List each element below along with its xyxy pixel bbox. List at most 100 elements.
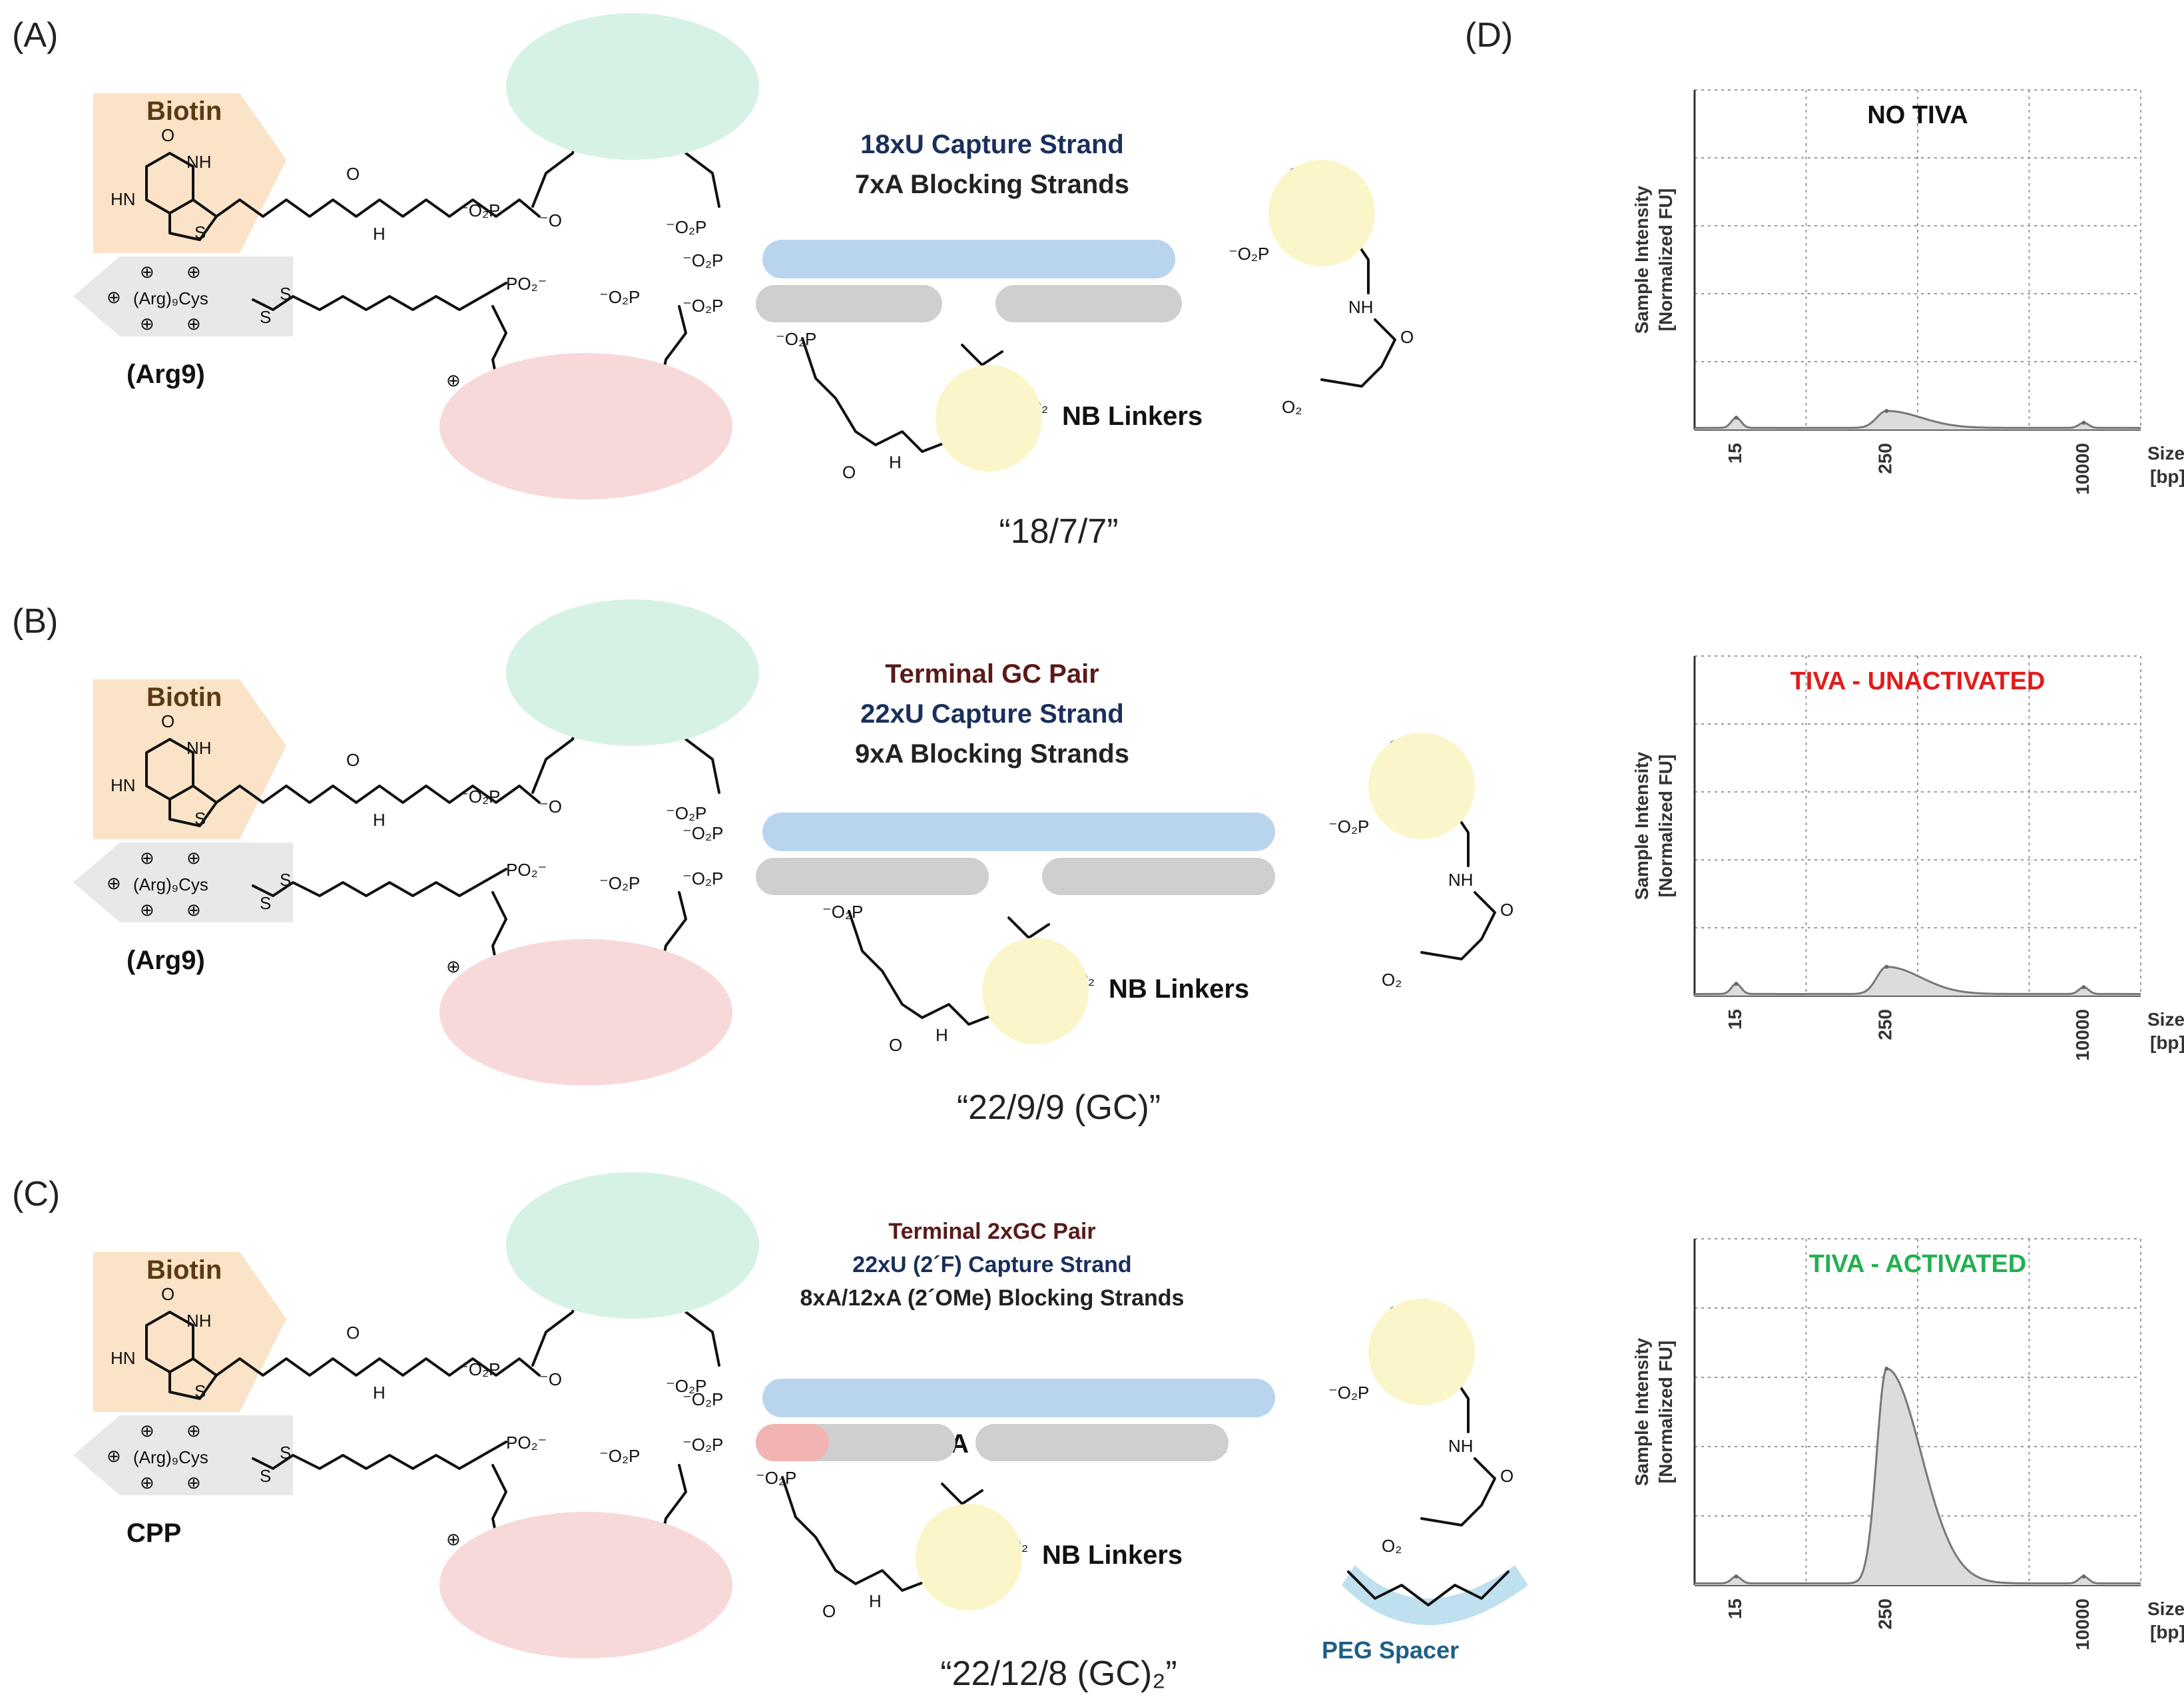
amide-oxygen: O [889,1035,902,1055]
positive-charge: ⊕ [186,900,201,920]
biotin-tag-bg [93,93,286,253]
phosphate-group: ⁻O₂P [756,1468,796,1488]
sulfur-atom: S [194,1381,206,1401]
cpp-name: (Arg9) [127,946,205,975]
nh-atom: NH [1448,1436,1474,1456]
y-axis-label: [Normalized FU] [1655,188,1676,332]
y-axis-label: [Normalized FU] [1655,1341,1676,1484]
cpp-tag-bg [73,843,293,922]
phosphate-group: ⁻O₂P [682,1435,723,1455]
cy3-highlight [506,599,759,746]
nb-upper-chain [1320,318,1396,388]
phosphate-group: ⁻O₂P [822,902,863,922]
oxygen-atom: O [161,711,174,731]
phosphate-group: ⁻O₂P [776,329,816,349]
cy5-highlight [439,939,732,1086]
oxygen-ester: ⁻O [539,1369,562,1389]
nb-linker-highlight [1368,1299,1475,1405]
sulfur-atom: S [280,1443,291,1463]
oxygen-atom: O [161,125,174,145]
phosphate-group: PO₂⁻ [506,1433,547,1453]
phosphate-group: ⁻O₂P [682,823,723,843]
biotin-thiophane [168,785,218,827]
positive-charge: ⊕ [107,287,121,307]
phosphate-group: ⁻O₂P [1328,817,1369,837]
blocking-strand-1-pill [756,858,989,895]
nh-atom: NH [1348,297,1374,317]
trace-area [1695,966,2141,996]
panel-label: (C) [12,1175,60,1213]
phosphate-group: ⁻O₂P [682,250,723,270]
x-axis-label: Size [2147,1598,2184,1619]
gc-pair-highlight [756,1424,829,1461]
positive-charge: ⊕ [446,956,461,976]
peak-point [1734,1574,1739,1578]
nb-upper-chain [1420,891,1496,960]
phosphate-group: ⁻O₂P [599,287,640,307]
y-axis-label: Sample Intensity [1631,1337,1652,1486]
sulfur-atom: S [194,222,206,242]
x-tick-label: 15 [1725,1009,1745,1030]
chart-title: NO TIVA [1867,101,1968,129]
disulfide-linker [252,1441,507,1470]
strand-description-line: Terminal 2xGC Pair [888,1219,1095,1244]
nb-linker-backbone [781,1476,857,1585]
phosphate-group: ⁻O₂P [666,217,706,237]
biotin-linker [215,785,541,804]
positive-charge: ⊕ [140,848,154,868]
x-tick-label: 250 [1875,443,1896,474]
phosphate-group: ⁻O₂P [682,1389,723,1409]
biotin-thiophane [168,1357,218,1400]
cpp-name: (Arg9) [127,360,205,389]
trace-line [1694,966,2141,995]
capture-strand-pill [762,813,1275,851]
phosphate-group: ⁻O₂P [666,803,706,823]
x-axis-label: [bp] [2150,1032,2184,1053]
peg-spacer-label: PEG Spacer [1322,1636,1459,1664]
phosphate-group: ⁻O₂P [599,1446,640,1466]
phosphate-group: ⁻O₂P [666,1376,706,1396]
phosphate-group: PO₂⁻ [506,274,547,294]
positive-charge: ⊕ [446,1529,461,1549]
nh-atom: NH [186,1311,212,1331]
nb-amide-chain [874,430,958,453]
y-axis-label: [Normalized FU] [1655,755,1676,898]
phosphate-oxygen: O₂ [1382,1536,1402,1556]
amide-h: H [373,224,386,244]
strand-description-line: 8xA/12xA (2´OMe) Blocking Strands [800,1285,1185,1311]
phosphate-oxygen: O₂ [1282,397,1302,417]
trace-line [1695,1367,2141,1584]
positive-charge: ⊕ [140,900,154,920]
panel-label: (D) [1465,16,1513,55]
oxygen-ester: ⁻O [539,210,562,230]
nb-linkers-label: NB Linkers [1109,974,1249,1004]
nb-linker-highlight [936,365,1042,472]
amide-h: H [889,452,902,472]
amide-oxygen: O [1400,327,1414,347]
biotin-tag-bg [93,1252,286,1412]
amide-oxygen: O [842,462,856,482]
phosphate-group: ⁻O₂P [1328,1383,1369,1403]
cpp-peptide: (Arg)₉Cys [133,1447,208,1467]
strand-description-line: 18xU Capture Strand [860,130,1124,159]
peak-point [2081,1574,2086,1578]
x-tick-label: 15 [1725,1598,1745,1619]
positive-charge: ⊕ [140,1473,154,1493]
positive-charge: ⊕ [186,314,201,334]
amide-h: H [869,1591,882,1611]
sulfur-atom: S [280,284,291,304]
x-axis-label: Size [2147,1009,2184,1030]
nb-linker-backbone [801,337,877,446]
biotin-linker [215,198,541,218]
peak-point [1884,1367,1889,1371]
blocking-strand-1-pill [756,285,942,322]
positive-charge: ⊕ [186,848,201,868]
positive-charge: ⊕ [140,314,154,334]
nb-linker-highlight [916,1504,1022,1610]
oxygen-atom: O [161,1284,174,1304]
nb-linker-highlight [982,938,1089,1044]
cpp-name: CPP [127,1519,181,1548]
